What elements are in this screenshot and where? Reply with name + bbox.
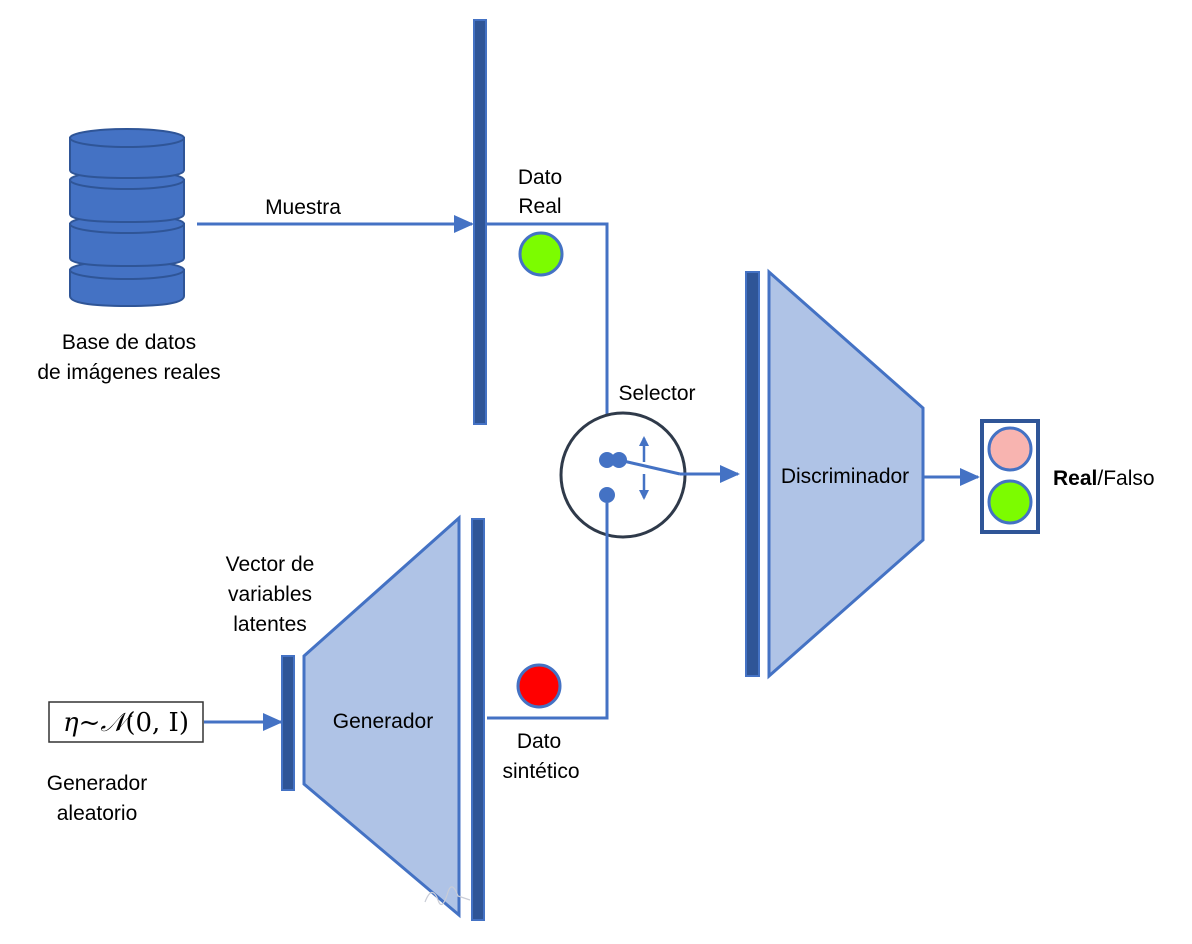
output-real-light (987, 479, 1033, 525)
selector-contact-synthetic (599, 487, 615, 503)
synthetic-data-bar (471, 518, 485, 921)
noise-label-line1: Generador (47, 772, 147, 795)
discriminator-input-bar (745, 271, 760, 677)
noise-eta: η (63, 708, 79, 738)
selector-lever (618, 458, 681, 476)
latent-label-line3: latentes (233, 613, 307, 636)
noise-label-line2: aleatorio (57, 802, 138, 825)
discriminator-block (767, 268, 925, 680)
synthetic-data-wire (487, 503, 609, 720)
discriminator-label: Discriminador (781, 465, 909, 488)
noise-args: (0, I) (125, 708, 189, 738)
noise-formula-box (48, 701, 204, 743)
latent-vector-bar (281, 655, 295, 791)
latent-label-line2: variables (228, 583, 312, 606)
real-data-wire (487, 222, 609, 460)
selector-contact-real (599, 452, 615, 468)
noise-formula: η~𝒩(0, I) (63, 708, 189, 738)
synthetic-data-label-line2: sintético (502, 760, 579, 783)
database-label-line1: Base de datos (62, 331, 196, 354)
signature-mark (424, 886, 471, 906)
synthetic-data-dot (516, 663, 562, 709)
output-label-real: Real (1053, 467, 1097, 490)
selector-switch (559, 411, 687, 539)
database-icon (69, 128, 185, 308)
noise-tilde: ~ (79, 708, 101, 738)
real-data-dot (518, 231, 564, 277)
output-fake-light (987, 426, 1033, 472)
sample-arrow-label: Muestra (265, 196, 341, 219)
generator-label: Generador (333, 710, 433, 733)
real-data-label-line2: Real (518, 195, 561, 218)
real-data-label-line1: Dato (518, 166, 562, 189)
synthetic-data-label-line1: Dato (517, 730, 561, 753)
selector-label: Selector (618, 382, 695, 405)
database-label-line2: de imágenes reales (37, 361, 220, 384)
generator-block (302, 514, 461, 919)
latent-label-line1: Vector de (226, 553, 315, 576)
output-label: Real/Falso (1053, 467, 1155, 490)
output-label-rest: /Falso (1097, 467, 1154, 490)
real-data-bar (473, 19, 487, 425)
